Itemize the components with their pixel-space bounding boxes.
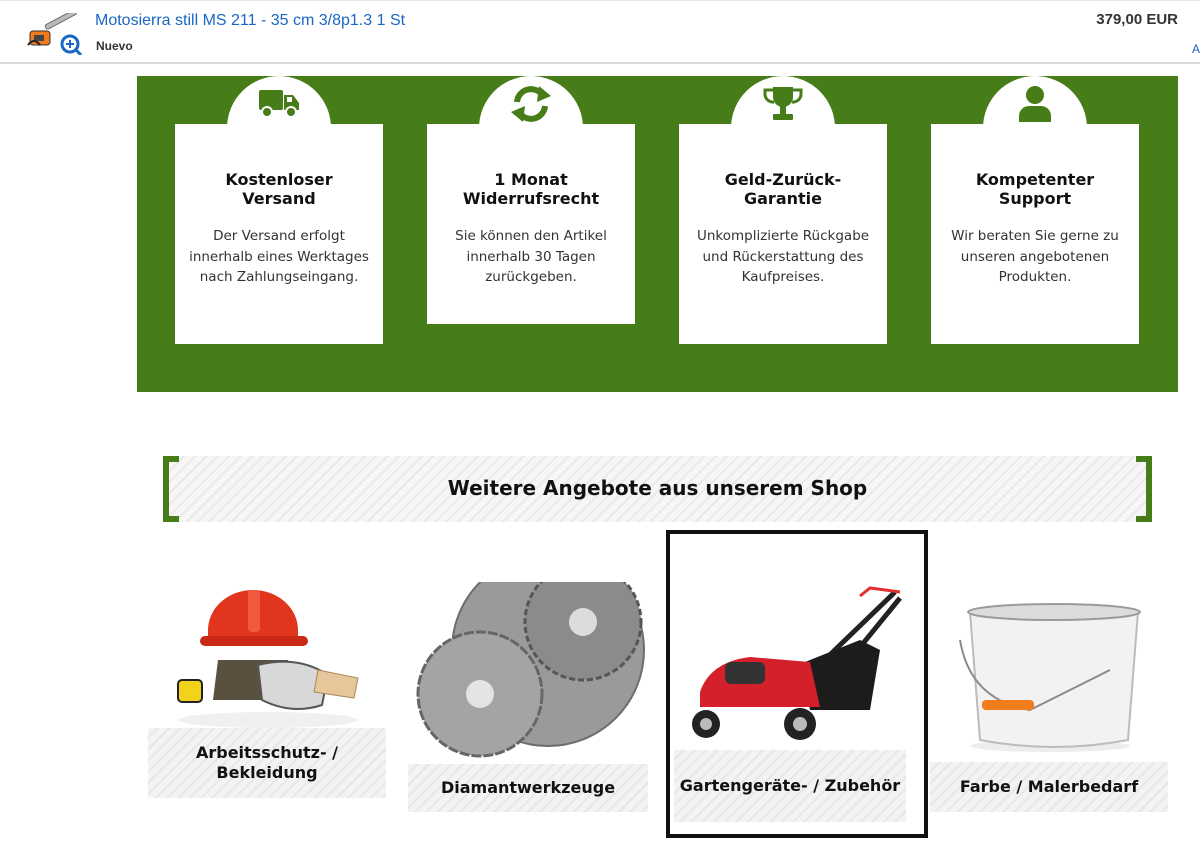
benefit-badge: [731, 76, 835, 180]
benefit-text: Wir beraten Sie gerne zu unseren angebot…: [951, 228, 1119, 285]
benefit-card-support: Kompetenter Support Wir beraten Sie gern…: [931, 76, 1139, 344]
benefit-title: Kostenloser Versand: [225, 170, 333, 208]
category-label: Farbe / Malerbedarf: [959, 777, 1139, 796]
listing-title-link[interactable]: Motosierra still MS 211 - 35 cm 3/8p1.3 …: [95, 12, 406, 29]
benefit-card-shipping: Kostenloser Versand Der Versand erfolgt …: [175, 76, 383, 344]
category-label: Diamantwerkzeuge: [440, 778, 616, 797]
category-label: Arbeitsschutz- / Bekleidung: [195, 743, 339, 782]
benefit-text: Unkomplizierte Rückgabe und Rückerstattu…: [696, 228, 870, 285]
section-heading: Weitere Angebote aus unserem Shop: [163, 456, 1152, 522]
benefit-text: Sie können den Artikel innerhalb 30 Tage…: [455, 228, 607, 285]
category-label-box: Arbeitsschutz- / Bekleidung: [148, 728, 386, 798]
benefit-title: Geld-Zurück-Garantie: [724, 170, 842, 208]
category-label: Gartengeräte- / Zubehör: [679, 776, 901, 795]
benefit-card-guarantee: Geld-Zurück-Garantie Unkomplizierte Rück…: [679, 76, 887, 344]
trophy-icon: [763, 87, 803, 120]
price-label: 379,00 EUR: [1096, 11, 1178, 28]
chainsaw-icon: [27, 9, 83, 57]
category-tile-diamond-tools[interactable]: Diamantwerkzeuge: [408, 582, 648, 812]
benefit-title: 1 Monat Widerrufsrecht: [462, 170, 600, 208]
benefits-band: Kostenloser Versand Der Versand erfolgt …: [137, 76, 1178, 392]
listing-bar: Motosierra still MS 211 - 35 cm 3/8p1.3 …: [0, 0, 1200, 64]
bracket-right: [1136, 456, 1152, 522]
refresh-icon: [511, 86, 551, 122]
truncated-link[interactable]: A: [1191, 42, 1200, 56]
chainsaw-thumbnail[interactable]: [26, 9, 83, 57]
safety-gear-icon: [177, 590, 359, 728]
truck-icon: [259, 90, 299, 118]
category-label-box: Farbe / Malerbedarf: [930, 762, 1168, 812]
benefit-card-returns: 1 Monat Widerrufsrecht Sie können den Ar…: [427, 76, 635, 324]
diamond-blade-icon: [416, 582, 648, 758]
category-label-box: Gartengeräte- / Zubehör: [674, 750, 906, 822]
section-title: Weitere Angebote aus unserem Shop: [447, 476, 868, 500]
paint-bucket-icon: [959, 603, 1141, 752]
benefit-badge: [227, 76, 331, 180]
user-icon: [1019, 86, 1051, 122]
benefit-title: Kompetenter Support: [975, 170, 1095, 208]
benefit-badge: [983, 76, 1087, 180]
condition-label: Nuevo: [96, 39, 133, 53]
lawn-mower-icon: [692, 586, 902, 740]
category-tile-paint[interactable]: Farbe / Malerbedarf: [930, 590, 1168, 812]
benefit-text: Der Versand erfolgt innerhalb eines Werk…: [189, 228, 369, 285]
category-tile-safety[interactable]: Arbeitsschutz- / Bekleidung: [148, 570, 386, 798]
bracket-left: [163, 456, 179, 522]
category-label-box: Diamantwerkzeuge: [408, 764, 648, 812]
category-tile-garden[interactable]: Gartengeräte- / Zubehör: [666, 530, 928, 838]
benefit-badge: [479, 76, 583, 180]
